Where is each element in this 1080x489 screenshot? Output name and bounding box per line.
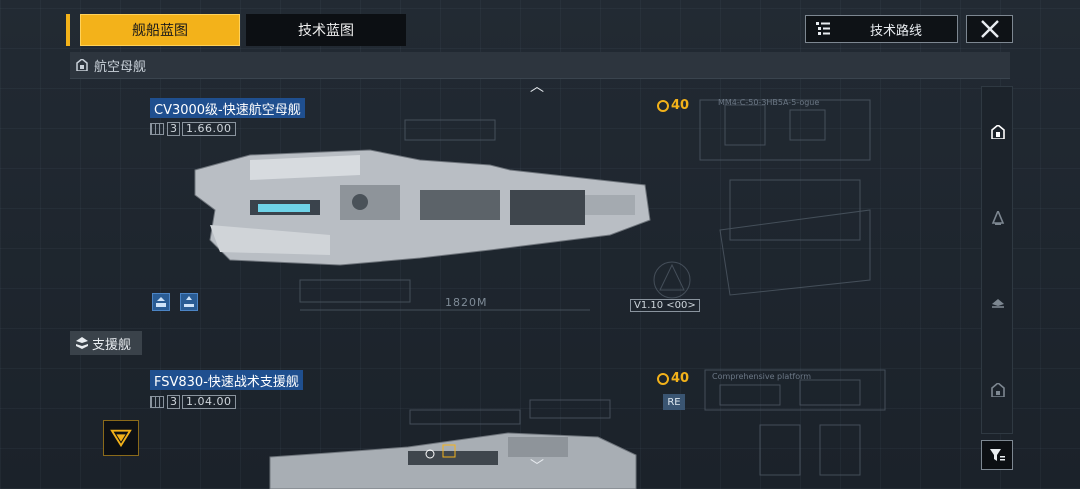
ship-cost-value: 40 bbox=[671, 371, 690, 386]
blueprint-schematic bbox=[299, 99, 886, 476]
tech-roadmap-label: 技术路线 bbox=[870, 23, 923, 39]
destroyer-class-icon[interactable] bbox=[991, 211, 1005, 225]
chevron-emblem-icon bbox=[110, 429, 132, 448]
launch-icon bbox=[184, 296, 194, 307]
section-title-support: 支援舰 bbox=[92, 337, 132, 353]
scroll-down-icon[interactable]: ﹀ bbox=[530, 459, 544, 475]
ship-tier: 3 bbox=[167, 122, 180, 136]
ship-cost-carrier: 40 bbox=[657, 98, 689, 113]
list-tree-icon bbox=[816, 22, 830, 35]
grid-icon bbox=[150, 123, 164, 135]
close-icon bbox=[980, 20, 999, 38]
ship-length-label: 1820M bbox=[445, 296, 488, 309]
coin-icon bbox=[657, 372, 669, 385]
close-button[interactable] bbox=[966, 15, 1013, 43]
ship-cost-value: 40 bbox=[671, 98, 690, 113]
section-title-carrier: 航空母舰 bbox=[94, 59, 147, 75]
blueprint-tabs: 舰船蓝图 技术蓝图 bbox=[80, 14, 406, 46]
hangar-icon bbox=[156, 297, 166, 307]
ability-icon-1[interactable] bbox=[152, 293, 170, 311]
blueprint-caption-top: MM4-C-50-3HB5A-5-ogue bbox=[718, 98, 820, 107]
blueprint-caption-support: Comprehensive platform bbox=[712, 372, 812, 381]
ship-tier: 3 bbox=[167, 395, 180, 409]
tab-tech-blueprint[interactable]: 技术蓝图 bbox=[246, 14, 406, 46]
ship-version: 1.04.00 bbox=[182, 395, 236, 409]
carrier-ship-image[interactable] bbox=[190, 140, 655, 275]
coin-icon bbox=[657, 99, 669, 112]
ship-badge-carrier: 3 1.66.00 bbox=[150, 121, 236, 137]
tab-accent-bar bbox=[66, 14, 70, 46]
filter-icon bbox=[990, 449, 1005, 461]
ship-name-carrier: CV3000级-快速航空母舰 bbox=[150, 98, 305, 118]
fleet-emblem-button[interactable] bbox=[103, 420, 139, 456]
ability-icon-2[interactable] bbox=[180, 293, 198, 311]
carrier-class-icon[interactable] bbox=[991, 125, 1005, 139]
filter-button[interactable] bbox=[981, 440, 1013, 470]
ship-version: 1.66.00 bbox=[182, 122, 236, 136]
model-version-label: V1.10 <00> bbox=[630, 299, 700, 312]
cruiser-class-icon[interactable] bbox=[991, 383, 1005, 397]
ship-name-support: FSV830-快速战术支援舰 bbox=[150, 370, 303, 390]
frigate-class-icon[interactable] bbox=[991, 297, 1005, 311]
carrier-class-icon bbox=[76, 59, 88, 71]
support-ship-image[interactable] bbox=[268, 425, 638, 489]
ship-tag-re: RE bbox=[663, 394, 685, 410]
support-class-icon bbox=[76, 337, 88, 349]
scroll-up-icon[interactable]: ︿ bbox=[530, 79, 544, 95]
section-tag-support: 支援舰 bbox=[70, 331, 142, 355]
ship-class-sidebar bbox=[981, 86, 1013, 434]
section-header-carrier: 航空母舰 bbox=[70, 52, 1010, 79]
grid-icon bbox=[150, 396, 164, 408]
tech-roadmap-button[interactable]: 技术路线 bbox=[805, 15, 958, 43]
ship-badge-support: 3 1.04.00 bbox=[150, 394, 236, 410]
ship-cost-support: 40 bbox=[657, 371, 689, 386]
tab-ship-blueprint[interactable]: 舰船蓝图 bbox=[80, 14, 240, 46]
